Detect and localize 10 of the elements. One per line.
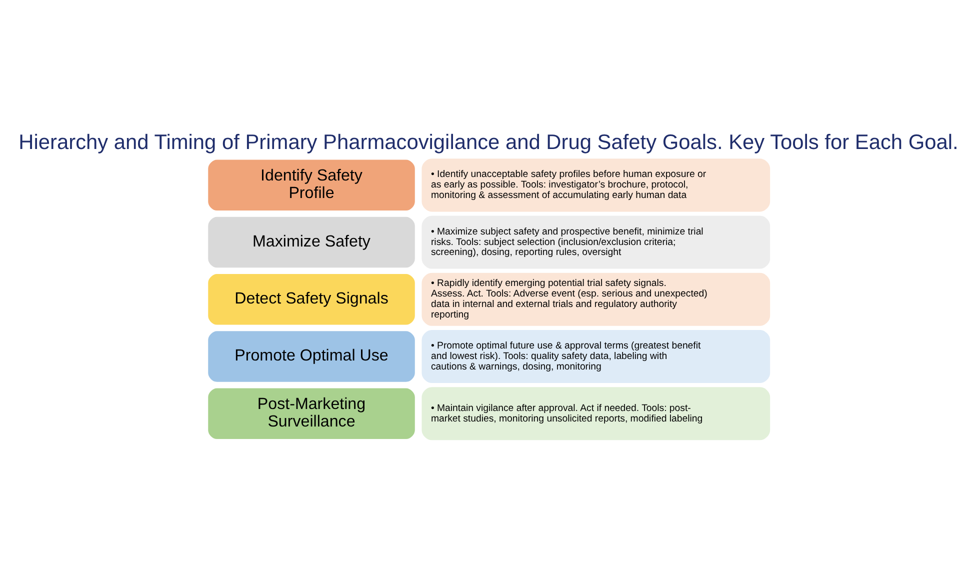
node-box: Post-Marketing Surveillance (206, 386, 416, 440)
node-box: Identify Safety Profile (206, 158, 416, 212)
node-box: • Promote optimal future use & approval terms (greatest benefit and lowest risk). Tools: quality safety data, labeling with cautions & warnings, dosing, monitoring (421, 329, 770, 383)
diagram-title: Hierarchy and Timing of Primary Pharmacovigilance and Drug Safety Goals. Key Tools for Each Goal. (18, 130, 958, 154)
node-box: Maximize Safety (206, 214, 416, 269)
node-box: Detect Safety Signals (206, 272, 416, 326)
node-box: • Rapidly identify emerging potential trial safety signals. Assess. Act. Tools: Adverse event (esp. serious and unexpected) data in internal and external trials and regulatory authority reporting (421, 272, 770, 326)
node-box: Promote Optimal Use (206, 329, 416, 383)
node-box: • Identify unacceptable safety profiles before human exposure or as early as possible. Tools: investigator’s brochure, protocol, monitoring & assessment of accumulating early human data (421, 158, 770, 212)
node-box: • Maintain vigilance after approval. Act if needed. Tools: post-market studies, monitoring unsolicited reports, modified labeling (421, 386, 770, 440)
